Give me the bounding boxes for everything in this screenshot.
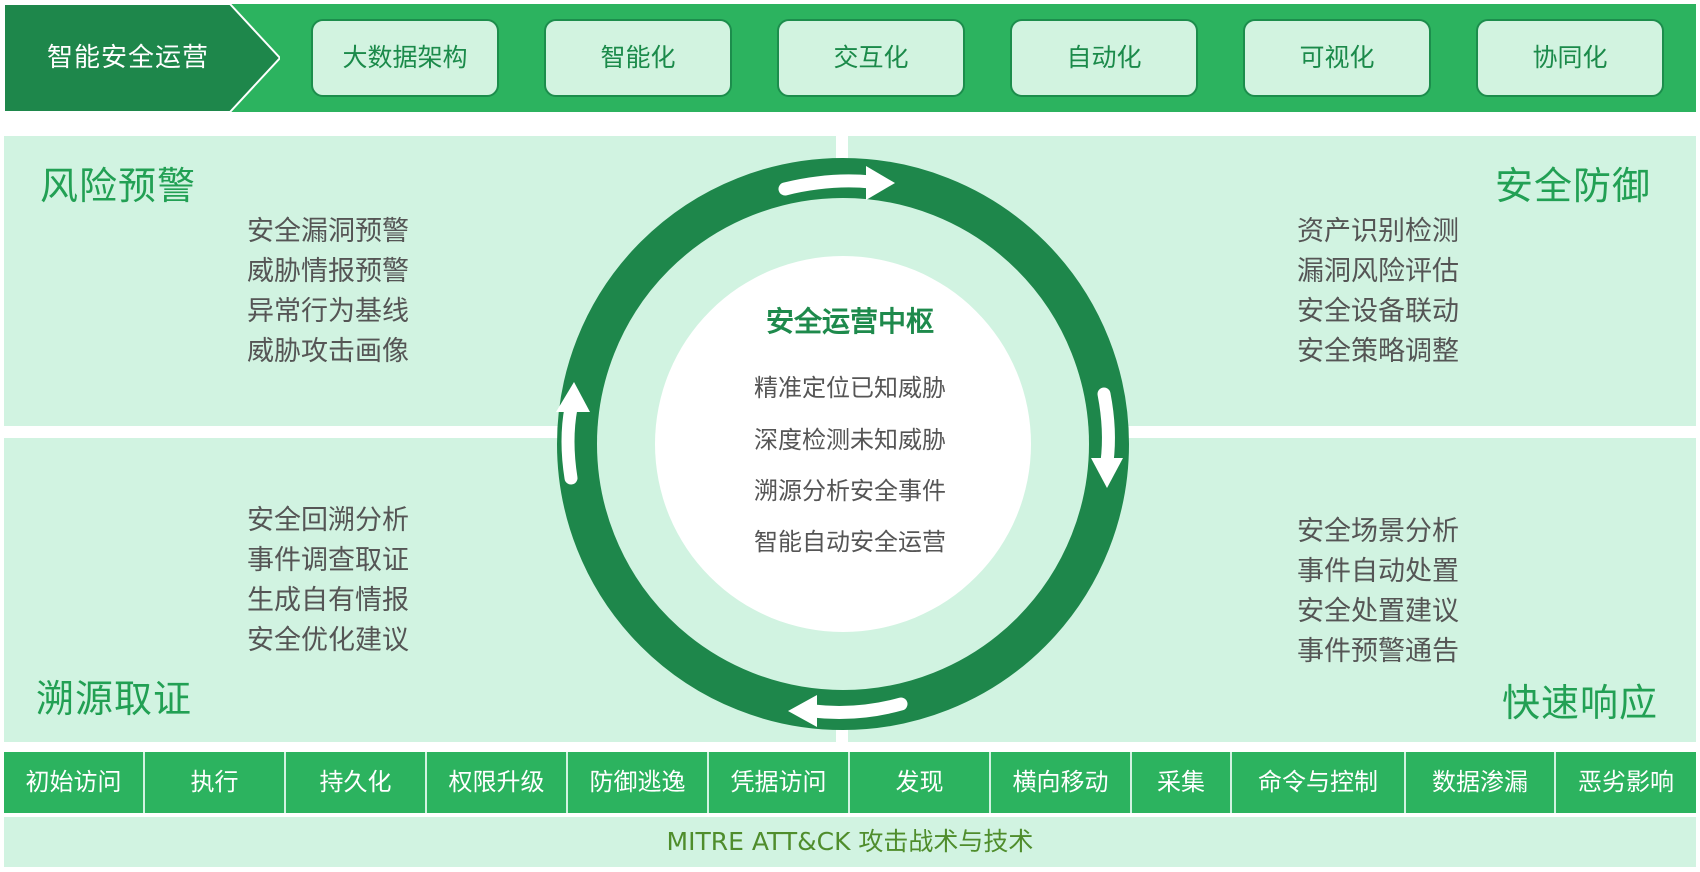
attack-tactics-bar: [4, 752, 1696, 813]
list-item: 事件调查取证: [247, 545, 409, 576]
defense-list: 资产识别检测 漏洞风险评估 安全设备联动 安全策略调整: [1297, 212, 1459, 372]
arrow-right-icon: [778, 166, 895, 200]
list-item: 异常行为基线: [247, 296, 409, 327]
trace-list: 安全回溯分析 事件调查取证 生成自有情报 安全优化建议: [247, 501, 409, 661]
tactic-discovery: 发现: [850, 752, 991, 813]
tactic-execution: 执行: [145, 752, 286, 813]
hub-line: 智能自动安全运营: [754, 528, 946, 556]
pill-intelligent: 智能化: [544, 19, 732, 97]
attack-framework-caption: MITRE ATT&CK 攻击战术与技术: [4, 817, 1696, 867]
response-list: 安全场景分析 事件自动处置 安全处置建议 事件预警通告: [1297, 512, 1459, 672]
tactic-exfiltration: 数据渗漏: [1406, 752, 1556, 813]
list-item: 漏洞风险评估: [1297, 256, 1459, 287]
arrow-down-icon: [1091, 387, 1123, 488]
list-item: 威胁情报预警: [247, 256, 409, 287]
pill-visual: 可视化: [1243, 19, 1431, 97]
hub-title: 安全运营中枢: [765, 305, 934, 338]
response-title: 快速响应: [1501, 681, 1658, 725]
lead-chevron: [4, 4, 280, 112]
pill-interactive: 交互化: [777, 19, 965, 97]
list-item: 安全设备联动: [1297, 296, 1459, 327]
list-item: 安全场景分析: [1297, 516, 1459, 547]
tactic-persistence: 持久化: [286, 752, 427, 813]
tactic-collection: 采集: [1132, 752, 1232, 813]
hub-line: 深度检测未知威胁: [754, 426, 946, 454]
hub-line: 精准定位已知威胁: [754, 374, 946, 402]
trace-title: 溯源取证: [36, 677, 193, 721]
tactic-lateral-movement: 横向移动: [991, 752, 1132, 813]
tactic-defense-evasion: 防御逃逸: [568, 752, 709, 813]
list-item: 事件自动处置: [1297, 556, 1459, 587]
list-item: 安全策略调整: [1297, 336, 1459, 367]
list-item: 威胁攻击画像: [247, 336, 409, 367]
tactic-initial-access: 初始访问: [4, 752, 145, 813]
list-item: 安全回溯分析: [247, 505, 409, 536]
list-item: 生成自有情报: [247, 585, 409, 616]
arrow-up-icon: [556, 382, 590, 485]
hub-line: 溯源分析安全事件: [754, 477, 946, 505]
list-item: 资产识别检测: [1297, 216, 1459, 247]
tactic-command-and-control: 命令与控制: [1232, 752, 1406, 813]
lead-title: 智能安全运营: [46, 43, 209, 73]
pill-collaborative: 协同化: [1476, 19, 1664, 97]
risk-list: 安全漏洞预警 威胁情报预警 异常行为基线 威胁攻击画像: [247, 212, 409, 372]
pill-big-data: 大数据架构: [311, 19, 499, 97]
arrow-left-icon: [788, 695, 908, 727]
tactic-privilege-escalation: 权限升级: [427, 752, 568, 813]
list-item: 安全处置建议: [1297, 596, 1459, 627]
hub-disc: [655, 256, 1031, 632]
tactic-credential-access: 凭据访问: [709, 752, 850, 813]
list-item: 安全漏洞预警: [247, 216, 409, 247]
pill-automated: 自动化: [1010, 19, 1198, 97]
list-item: 安全优化建议: [247, 625, 409, 656]
tactic-impact: 恶劣影响: [1578, 768, 1674, 796]
risk-title: 风险预警: [40, 164, 197, 208]
list-item: 事件预警通告: [1297, 636, 1459, 667]
defense-title: 安全防御: [1494, 164, 1651, 208]
